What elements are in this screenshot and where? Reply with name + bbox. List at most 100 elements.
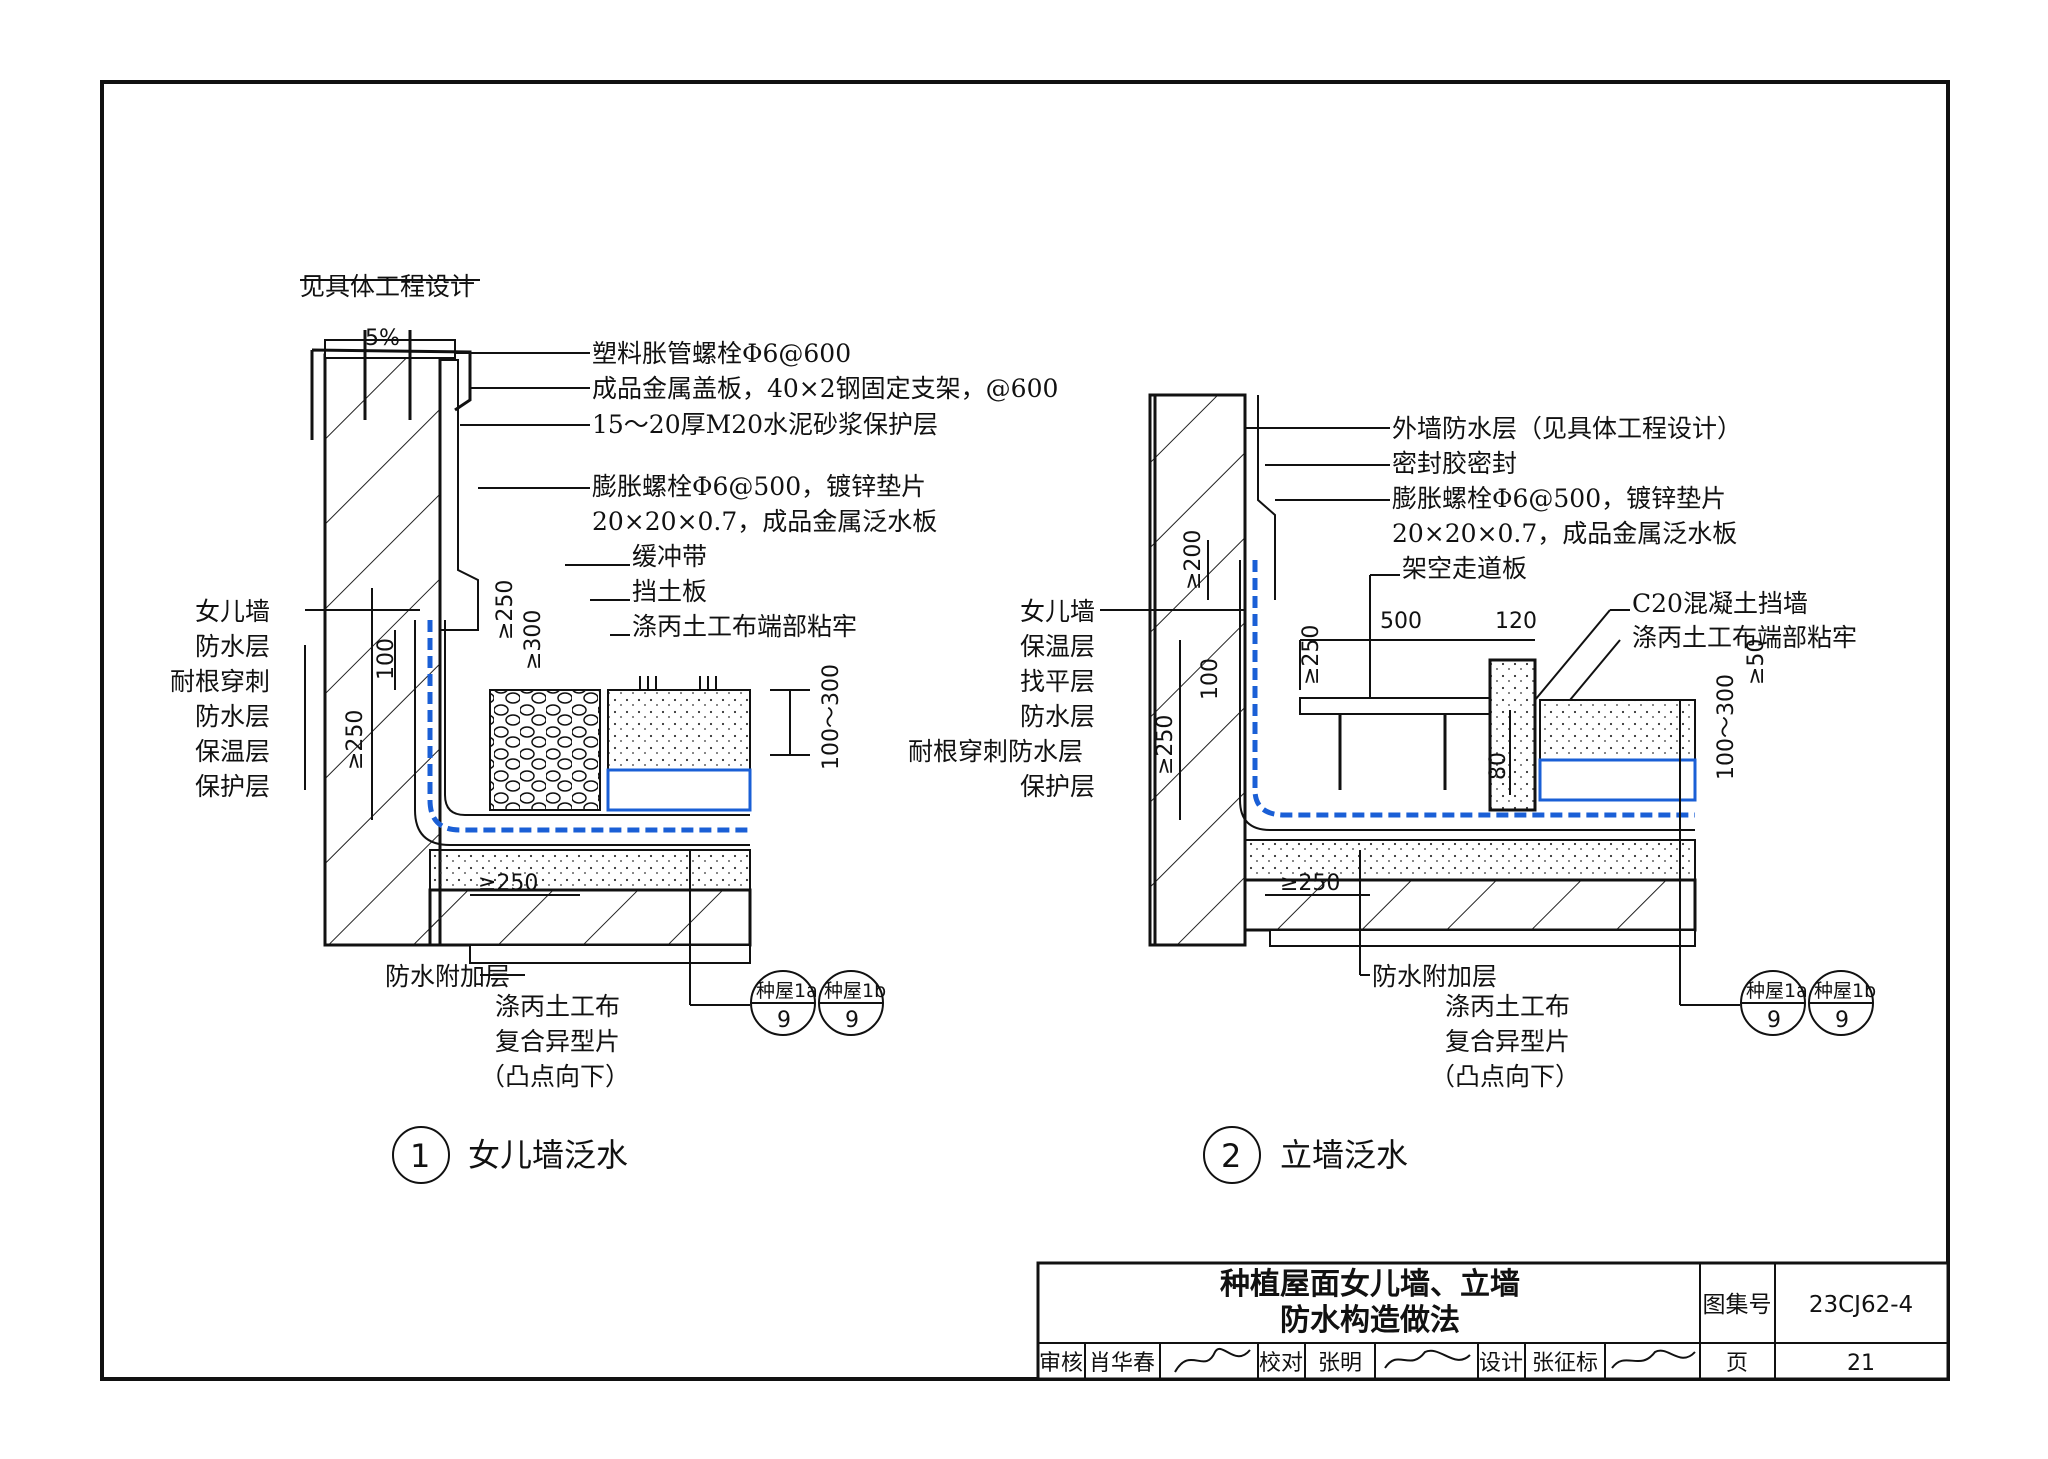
ref-2a: 种屋1a 9 — [1740, 970, 1808, 1036]
callout-1-0: 塑料胀管螺栓Φ6@600 — [592, 339, 851, 368]
dim-1-0: ≥250 — [493, 580, 518, 640]
callout-2-6: 涤丙土工布端部粘牢 — [1632, 623, 1857, 652]
callout-2-1: 密封胶密封 — [1392, 449, 1517, 478]
svg-text:9: 9 — [1835, 1008, 1849, 1033]
left-2-3: 防水层 — [1020, 702, 1095, 731]
sheet-title-line1: 种植屋面女儿墙、立墙 — [1220, 1267, 1520, 1302]
checker-name: 张明 — [1318, 1351, 1362, 1376]
slope-1: 5% — [365, 326, 400, 351]
dim-1-5: ≥250 — [478, 871, 538, 896]
bottom-2-0: 防水附加层 — [1372, 962, 1497, 991]
checker-signature — [1384, 1349, 1471, 1369]
bottom-1-0: 防水附加层 — [385, 962, 510, 991]
dim-2-7: 100～300 — [1714, 674, 1739, 780]
svg-text:种屋1b: 种屋1b — [1814, 980, 1876, 1002]
svg-text:种屋1b: 种屋1b — [824, 980, 886, 1002]
reviewer-signature — [1174, 1347, 1251, 1373]
detail-2-labels: 外墙防水层（见具体工程设计） 密封胶密封 膨胀螺栓Φ6@500，镀锌垫片 20×… — [908, 414, 1876, 1184]
callout-2-5: C20混凝土挡墙 — [1632, 589, 1808, 618]
title-block: 种植屋面女儿墙、立墙 防水构造做法 图集号 23CJ62-4 审核 肖华春 校对… — [1036, 1261, 1950, 1381]
page-label: 页 — [1726, 1351, 1748, 1376]
left-2-2: 找平层 — [1020, 667, 1095, 696]
svg-text:9: 9 — [777, 1008, 791, 1033]
svg-text:9: 9 — [1767, 1008, 1781, 1033]
dim-2-6: 80 — [1486, 752, 1511, 780]
planting-soil — [607, 689, 751, 771]
callout-1-3: 膨胀螺栓Φ6@500，镀锌垫片 — [592, 472, 926, 501]
dim-2-0: ≥200 — [1181, 530, 1206, 590]
left-2-0: 女儿墙 — [1020, 597, 1095, 626]
walkway-board — [1299, 697, 1491, 715]
bottom-1-3: （凸点向下） — [480, 1062, 630, 1091]
callout-1-5: 缓冲带 — [632, 542, 707, 571]
designer-signature — [1611, 1349, 1696, 1369]
detail-1-number: 1 — [410, 1137, 430, 1175]
detail-1-drawing — [300, 279, 810, 1006]
roof-slab — [428, 888, 752, 947]
waterproof-membrane-2 — [1252, 560, 1695, 818]
left-1-4: 保温层 — [195, 737, 270, 766]
callout-2-3: 20×20×0.7，成品金属泛水板 — [1392, 519, 1737, 548]
bottom-2-2: 复合异型片 — [1445, 1027, 1570, 1056]
wall-2 — [1148, 393, 1247, 947]
svg-text:种屋1a: 种屋1a — [756, 980, 818, 1002]
callout-1-2: 15～20厚M20水泥砂浆保护层 — [592, 410, 938, 439]
check-label: 校对 — [1259, 1351, 1303, 1376]
dim-2-4: 500 — [1380, 609, 1422, 634]
gravel-buffer — [489, 689, 601, 811]
callout-2-0: 外墙防水层（见具体工程设计） — [1392, 414, 1742, 443]
dim-1-4: 100～300 — [819, 664, 844, 770]
bottom-1-1: 涤丙土工布 — [495, 992, 620, 1021]
drainage-sheet — [606, 768, 752, 812]
dim-1-2: 100 — [374, 638, 399, 680]
left-1-2: 耐根穿刺 — [170, 667, 270, 696]
callout-2-4: 架空走道板 — [1402, 554, 1527, 583]
bottom-1-2: 复合异型片 — [495, 1027, 620, 1056]
bottom-2-3: （凸点向下） — [1430, 1062, 1580, 1091]
dim-1-3: ≥250 — [343, 710, 368, 770]
ref-1a: 种屋1a 9 — [750, 970, 818, 1036]
dim-2-2: 100 — [1198, 658, 1223, 700]
sheet-border — [100, 80, 1950, 1381]
detail-2-drawing — [1100, 393, 1740, 1006]
reviewer-name: 肖华春 — [1089, 1351, 1155, 1376]
detail-2-number-circle — [1203, 1126, 1261, 1184]
left-2-4: 耐根穿刺防水层 — [908, 737, 1083, 766]
planting-soil-2 — [1539, 699, 1696, 761]
detail-1-number-circle — [392, 1126, 450, 1184]
metal-cap — [310, 348, 472, 440]
left-1-1: 防水层 — [195, 632, 270, 661]
atlas-label: 图集号 — [1703, 1292, 1772, 1318]
callout-1-7: 涤丙土工布端部粘牢 — [632, 612, 857, 641]
callout-2-2: 膨胀螺栓Φ6@500，镀锌垫片 — [1392, 484, 1726, 513]
svg-text:9: 9 — [845, 1008, 859, 1033]
atlas-value: 23CJ62-4 — [1809, 1292, 1913, 1318]
detail-1-title: 女儿墙泛水 — [468, 1136, 628, 1174]
waterproof-membrane — [427, 620, 750, 833]
dim-2-3: ≥250 — [1153, 715, 1178, 775]
dim-2-1: ≥250 — [1299, 625, 1324, 685]
dim-2-5: 120 — [1495, 609, 1537, 634]
dim-2-9: ≥250 — [1280, 871, 1340, 896]
drainage-sheet-2 — [1538, 758, 1697, 802]
left-1-0: 女儿墙 — [195, 597, 270, 626]
left-2-1: 保温层 — [1020, 632, 1095, 661]
top-note-1: 见具体工程设计 — [300, 272, 475, 301]
dim-2-8: ≥50 — [1744, 639, 1769, 685]
detail-2-number: 2 — [1221, 1137, 1241, 1175]
retaining-wall — [1488, 658, 1537, 812]
left-1-5: 保护层 — [195, 772, 270, 801]
detail-1-labels: 见具体工程设计 5% 塑料胀管螺栓Φ6@600 成品金属盖板，40×2钢固定支架… — [170, 272, 1058, 1184]
callout-1-1: 成品金属盖板，40×2钢固定支架，@600 — [592, 374, 1058, 403]
sheet-title-line2: 防水构造做法 — [1280, 1303, 1460, 1338]
callout-1-6: 挡土板 — [632, 577, 707, 606]
ref-2b: 种屋1b 9 — [1808, 970, 1876, 1036]
designer-name: 张征标 — [1532, 1351, 1598, 1376]
review-label: 审核 — [1039, 1351, 1083, 1376]
page-value: 21 — [1847, 1351, 1875, 1376]
left-1-3: 防水层 — [195, 702, 270, 731]
left-2-5: 保护层 — [1020, 772, 1095, 801]
callout-1-4: 20×20×0.7，成品金属泛水板 — [592, 507, 937, 536]
dim-1-1: ≥300 — [521, 610, 546, 670]
